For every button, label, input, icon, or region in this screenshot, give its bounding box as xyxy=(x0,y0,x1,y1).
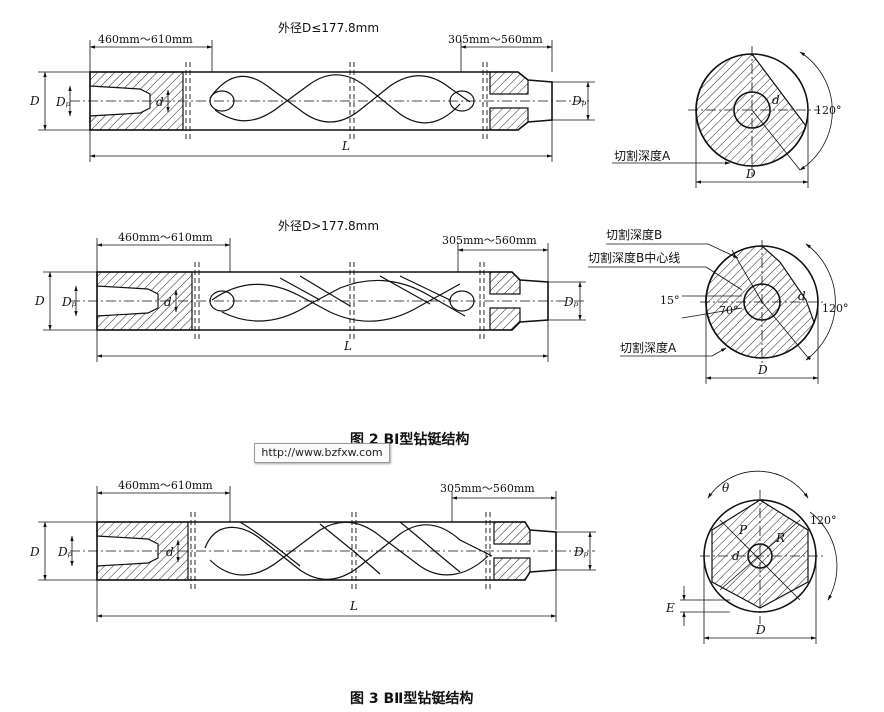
angle-120-3: 120° xyxy=(810,514,837,527)
D-label-sec2: D xyxy=(757,363,768,377)
L-label-2: L xyxy=(343,339,352,353)
Df-label-3: Dₚ xyxy=(573,545,589,559)
section-view-small-od: d 120° 切割深度A D xyxy=(612,46,842,188)
drill-collar-large-od: 外径D>177.8mm 460mm～610mm 305mm～560mm d D … xyxy=(34,219,586,362)
d-label-1: d xyxy=(156,95,164,109)
E-label: E xyxy=(665,601,675,615)
D-label-3: D xyxy=(29,545,40,559)
heading-small-od: 外径D≤177.8mm xyxy=(278,21,379,35)
theta-label: θ xyxy=(722,481,730,495)
box-length-label-2: 305mm～560mm xyxy=(442,234,537,247)
pin-length-label-3: 460mm～610mm xyxy=(118,479,213,492)
Dp-label-3: Dₚ xyxy=(57,545,73,559)
drill-collar-small-od: 外径D≤177.8mm 460mm～610mm 305mm～560mm d xyxy=(29,21,595,162)
cut-depth-a-2: 切割深度A xyxy=(620,340,677,355)
drill-collar-type-b2: 460mm～610mm 305mm～560mm d D Dₚ Dₚ L xyxy=(29,479,596,622)
d-label-sec1: d xyxy=(772,93,780,107)
heading-large-od: 外径D>177.8mm xyxy=(278,219,379,233)
D-label-2: D xyxy=(34,294,45,308)
cut-depth-b-center: 切割深度B中心线 xyxy=(588,250,680,265)
Df-label-1: Dₚ xyxy=(571,94,587,108)
R-label: R xyxy=(775,531,785,545)
section-view-type-b2: P R d θ 120° E D xyxy=(665,470,838,644)
L-label-1: L xyxy=(341,139,350,153)
D-label-1: D xyxy=(29,94,40,108)
Dp-label-2: Dₚ xyxy=(61,295,77,309)
box-length-label: 305mm～560mm xyxy=(448,33,543,46)
d-label-3: d xyxy=(166,545,174,559)
section-view-large-od: d 120° 70° 15° 切割深度B 切割深度B中心线 切割深度A D xyxy=(588,227,849,384)
Dp-label-1: Dₚ xyxy=(55,95,71,109)
d-label-sec2: d xyxy=(798,289,806,303)
pin-length-label-2: 460mm～610mm xyxy=(118,231,213,244)
d-label-sec3: d xyxy=(732,549,740,563)
pin-length-label: 460mm～610mm xyxy=(98,33,193,46)
box-length-label-3: 305mm～560mm xyxy=(440,482,535,495)
d-label-2: d xyxy=(164,295,172,309)
cut-depth-b: 切割深度B xyxy=(606,227,662,242)
angle-120-1: 120° xyxy=(815,104,842,117)
cut-depth-a-1: 切割深度A xyxy=(614,148,671,163)
watermark-url: http://www.bzfxw.com xyxy=(254,443,390,463)
D-label-sec3: D xyxy=(755,623,766,637)
D-label-sec1: D xyxy=(745,167,756,181)
P-label: P xyxy=(738,523,748,537)
Df-label-2: Dₚ xyxy=(563,295,579,309)
L-label-3: L xyxy=(349,599,358,613)
caption-figure-3: 图 3 BⅡ型钻铤结构 xyxy=(350,690,473,707)
angle-15: 15° xyxy=(660,294,680,307)
